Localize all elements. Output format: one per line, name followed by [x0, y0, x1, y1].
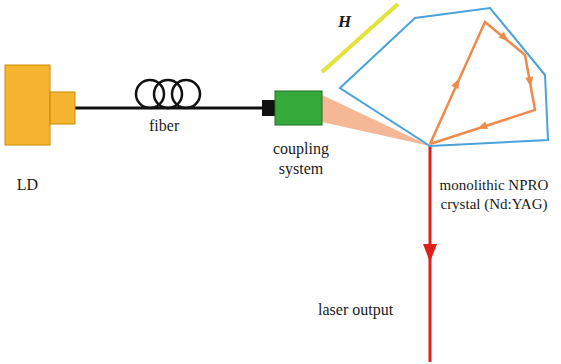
- fiber-connector: [262, 100, 276, 116]
- field-label: H: [338, 12, 351, 32]
- output-label: laser output: [318, 300, 393, 319]
- laser-diode-port: [50, 92, 75, 124]
- component-node: monolithic NPRO crystal (Nd:YAG): [330, 0, 558, 216]
- component-label: coupling system: [262, 139, 340, 179]
- beam-arrowhead: [499, 32, 512, 45]
- component-label: LD: [5, 175, 50, 195]
- component-node: LD: [5, 65, 77, 197]
- output-arrowhead: [423, 244, 437, 262]
- beam-arrowhead: [476, 122, 488, 133]
- beam-arrowhead: [525, 76, 535, 87]
- laser-diode-body: [5, 65, 50, 145]
- component-shape: [5, 65, 77, 145]
- fiber-label: fiber: [147, 116, 181, 135]
- component-shape: [262, 91, 322, 125]
- fiber-coil: [172, 80, 200, 108]
- intracavity-beam: [430, 22, 535, 144]
- optical-fiber: [75, 107, 262, 110]
- component-shape: [330, 0, 558, 150]
- beam-arrowhead: [451, 77, 462, 89]
- coupling-lens-housing: [275, 91, 322, 125]
- component-node: coupling system: [262, 91, 340, 181]
- component-label: monolithic NPRO crystal (Nd:YAG): [434, 176, 554, 214]
- npro-crystal-outline: [340, 8, 548, 146]
